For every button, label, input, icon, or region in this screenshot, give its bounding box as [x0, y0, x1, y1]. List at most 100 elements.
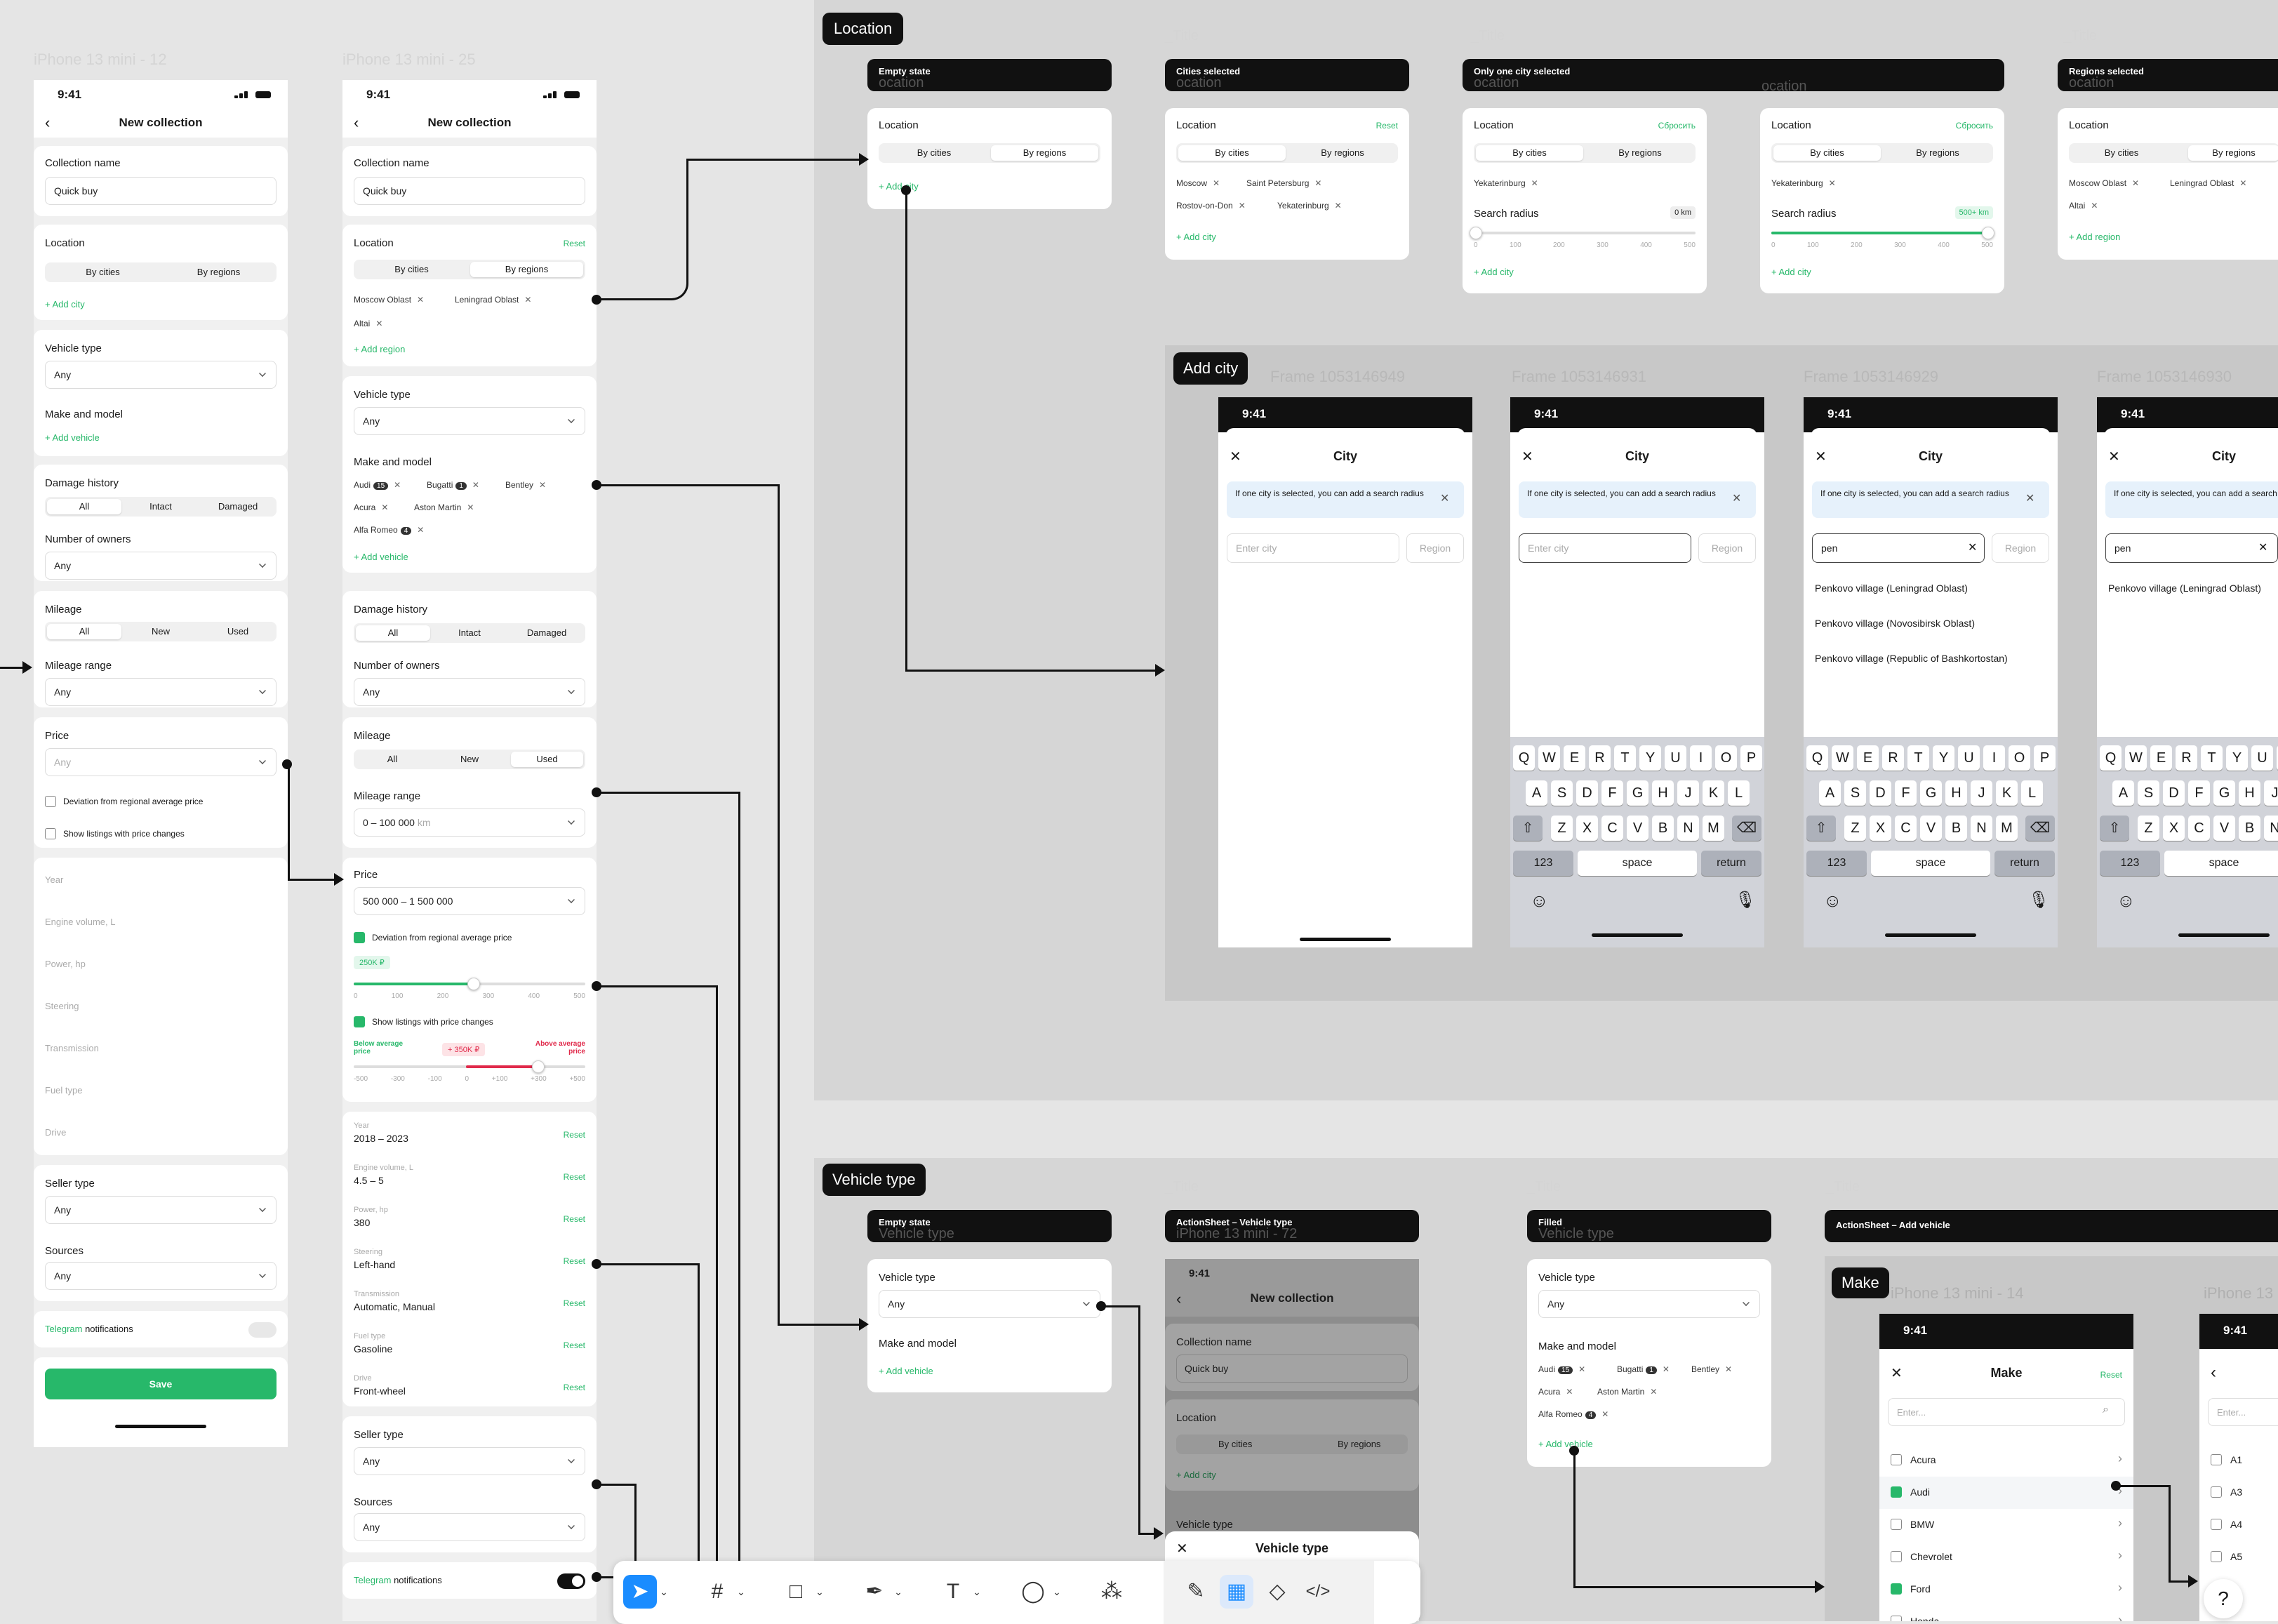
- close-hint-icon[interactable]: ✕: [2025, 493, 2035, 505]
- make-chip[interactable]: Aston Martin✕: [414, 502, 474, 512]
- return-key[interactable]: return: [1701, 851, 1761, 876]
- location-reset[interactable]: Reset: [563, 239, 585, 248]
- key[interactable]: D: [2163, 780, 2185, 806]
- key[interactable]: Q: [1806, 745, 1828, 771]
- key[interactable]: Z: [2138, 816, 2159, 841]
- make-list-item[interactable]: Ford ›: [1879, 1573, 2133, 1606]
- vehicle-type-select[interactable]: Any: [45, 361, 277, 389]
- key[interactable]: A: [1526, 780, 1547, 806]
- mic-icon[interactable]: 🎙: [2028, 891, 2050, 910]
- key[interactable]: J: [1971, 780, 1992, 806]
- key[interactable]: R: [2176, 745, 2197, 771]
- key[interactable]: G: [2213, 780, 2235, 806]
- key[interactable]: W: [2125, 745, 2147, 771]
- back-icon[interactable]: ‹: [354, 114, 359, 131]
- key[interactable]: N: [1971, 816, 1992, 841]
- key[interactable]: I: [1983, 745, 2005, 771]
- key[interactable]: Z: [1551, 816, 1573, 841]
- key[interactable]: Z: [1844, 816, 1866, 841]
- clear-icon[interactable]: ✕: [2258, 542, 2268, 554]
- return-key[interactable]: return: [1994, 851, 2055, 876]
- key[interactable]: E: [1857, 745, 1879, 771]
- mileage-range-select[interactable]: Any: [45, 678, 277, 706]
- region-input[interactable]: Region: [1698, 533, 1756, 563]
- chevron-down-icon[interactable]: ⌄: [660, 1586, 668, 1597]
- numbers-key[interactable]: 123: [1513, 851, 1573, 876]
- chevron-down-icon[interactable]: ⌄: [1053, 1586, 1061, 1597]
- key[interactable]: Y: [2226, 745, 2248, 771]
- backspace-key[interactable]: ⌫: [2025, 816, 2055, 841]
- sources-select[interactable]: Any: [354, 1513, 585, 1541]
- owners-select[interactable]: Any: [45, 552, 277, 580]
- emoji-icon[interactable]: ☺: [2117, 890, 2136, 911]
- model-list-item[interactable]: A1: [2199, 1444, 2278, 1477]
- vehicle-type-select[interactable]: Any: [1538, 1290, 1760, 1318]
- key[interactable]: K: [1703, 780, 1724, 806]
- key[interactable]: U: [1958, 745, 1980, 771]
- delta-slider[interactable]: [354, 1065, 585, 1068]
- key[interactable]: Q: [1513, 745, 1535, 771]
- chevron-down-icon[interactable]: ⌄: [894, 1586, 902, 1597]
- seller-select[interactable]: Any: [45, 1196, 277, 1224]
- numbers-key[interactable]: 123: [1806, 851, 1867, 876]
- backspace-key[interactable]: ⌫: [1732, 816, 1761, 841]
- key[interactable]: M: [1996, 816, 2018, 841]
- key[interactable]: G: [1920, 780, 1942, 806]
- dev-mode-icon[interactable]: </>: [1305, 1582, 1331, 1601]
- vehicle-type-select[interactable]: Any: [879, 1290, 1100, 1318]
- key[interactable]: K: [1996, 780, 2018, 806]
- make-chip[interactable]: Acura✕: [354, 502, 389, 512]
- key[interactable]: E: [2150, 745, 2172, 771]
- key[interactable]: P: [1740, 745, 1762, 771]
- price-changes-checkbox[interactable]: [354, 1016, 365, 1027]
- collection-name-input[interactable]: Quick buy: [45, 177, 277, 205]
- key[interactable]: V: [1920, 816, 1942, 841]
- key[interactable]: W: [1538, 745, 1560, 771]
- keyboard[interactable]: QWERTYUIOPASDFGHJKL⇧ZXCVBNM⌫123spaceretu…: [2097, 737, 2278, 947]
- key[interactable]: R: [1882, 745, 1904, 771]
- key[interactable]: Q: [2100, 745, 2122, 771]
- city-input[interactable]: pen: [2105, 533, 2278, 563]
- frame-tool-icon[interactable]: #: [711, 1580, 724, 1603]
- model-list-item[interactable]: A5: [2199, 1541, 2278, 1573]
- result-item[interactable]: Penkovo village (Leningrad Oblast): [2108, 583, 2261, 594]
- key[interactable]: B: [2239, 816, 2260, 841]
- delta-slider-knob[interactable]: [532, 1060, 545, 1073]
- key[interactable]: U: [2251, 745, 2273, 771]
- space-key[interactable]: space: [1871, 851, 1990, 876]
- region-input[interactable]: Region: [1406, 533, 1464, 563]
- deviation-checkbox[interactable]: [354, 932, 365, 943]
- make-search-input[interactable]: Enter...: [1888, 1398, 2125, 1426]
- key[interactable]: X: [2163, 816, 2185, 841]
- deviation-checkbox[interactable]: [45, 796, 56, 807]
- close-icon[interactable]: ✕: [1891, 1366, 1903, 1381]
- key[interactable]: H: [1652, 780, 1674, 806]
- key[interactable]: V: [2213, 816, 2235, 841]
- add-vehicle-link[interactable]: + Add vehicle: [354, 552, 408, 562]
- design-mode-icon[interactable]: ▦: [1220, 1575, 1253, 1609]
- city-input[interactable]: pen: [1812, 533, 1985, 563]
- key[interactable]: X: [1576, 816, 1598, 841]
- key[interactable]: J: [1677, 780, 1699, 806]
- text-tool-icon[interactable]: T: [946, 1580, 960, 1603]
- key[interactable]: I: [2277, 745, 2278, 771]
- key[interactable]: F: [2188, 780, 2210, 806]
- key[interactable]: M: [1703, 816, 1724, 841]
- key[interactable]: S: [2138, 780, 2159, 806]
- key[interactable]: A: [2112, 780, 2134, 806]
- key[interactable]: U: [1665, 745, 1686, 771]
- key[interactable]: F: [1895, 780, 1917, 806]
- key[interactable]: Y: [1639, 745, 1661, 771]
- emoji-icon[interactable]: ☺: [1530, 890, 1549, 911]
- close-hint-icon[interactable]: ✕: [1732, 493, 1742, 505]
- save-button[interactable]: Save: [45, 1369, 277, 1399]
- make-list-item[interactable]: Audi ›: [1879, 1477, 2133, 1509]
